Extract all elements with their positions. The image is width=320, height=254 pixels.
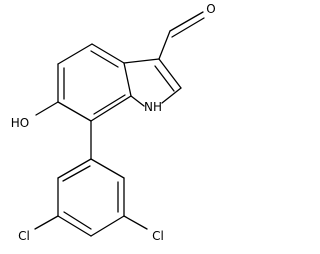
bond-c3a-c4-double: [90, 50, 119, 68]
bond-c2-n1: [161, 87, 182, 104]
bond-c3-cho: [158, 30, 171, 60]
chlorine-right-label: Cl: [152, 229, 164, 243]
bond-ar6-ar1: [90, 158, 125, 179]
bond-ar4-ar5: [90, 215, 125, 237]
bond-ar1-ar2: [57, 158, 92, 179]
bond-ar5-cl: [123, 215, 148, 230]
bond-c4-c5: [57, 43, 93, 65]
indole-nitrogen-label: NH: [144, 100, 162, 114]
bond-ar3-ar4-double: [63, 211, 92, 230]
bond-c6-c7: [57, 101, 92, 122]
bond-c3a-c4: [91, 43, 125, 64]
bond-c3-c2: [158, 58, 182, 89]
bond-ar3-ar4: [57, 215, 92, 237]
bond-c3-c2-double: [154, 65, 175, 92]
bond-c7-c7a-double: [93, 94, 126, 115]
bond-c6-oh: [35, 101, 59, 116]
bond-cho-o-double: [171, 17, 205, 38]
aldehyde-oxygen-label: O: [206, 2, 215, 16]
bond-cho-o: [169, 11, 204, 32]
chlorine-left-label: Cl: [18, 229, 30, 243]
bond-ar1-ar2-double: [62, 165, 91, 182]
bond-c3a-c3: [123, 58, 160, 64]
bond-c7-c7a: [90, 95, 132, 122]
bond-ar3-cl: [34, 215, 59, 230]
bond-n1-c7a: [130, 95, 145, 107]
chemical-structure-diagram: O HO NH Cl Cl: [11, 2, 216, 243]
bond-c7a-c3a: [123, 62, 132, 97]
hydroxyl-label: HO: [11, 116, 29, 130]
